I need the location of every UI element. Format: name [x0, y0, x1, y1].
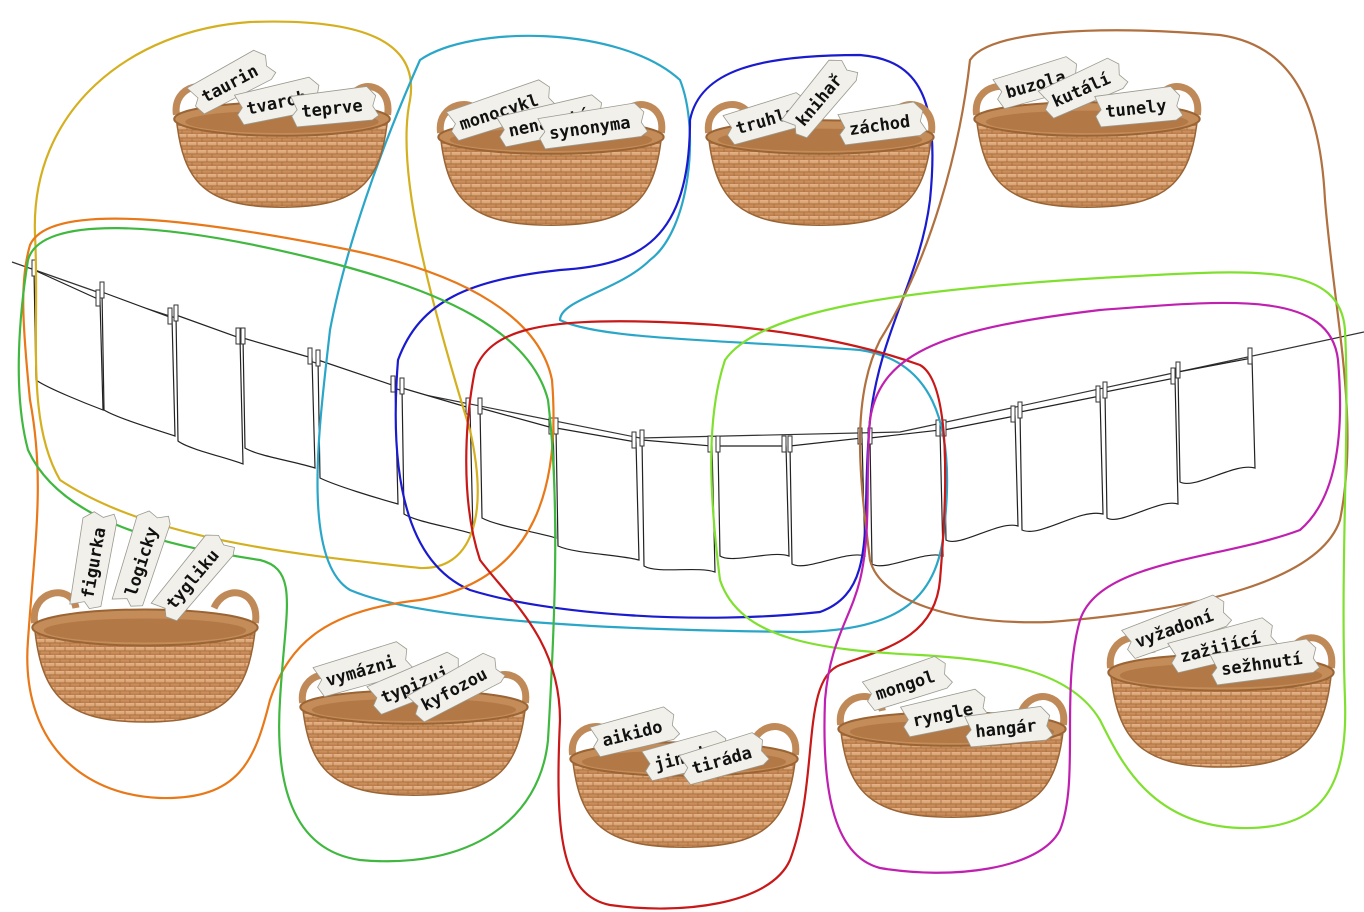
word-tag[interactable]: hangár: [964, 705, 1054, 748]
clothespin-icon: [99, 281, 105, 299]
paper-slip: [1037, 57, 1129, 119]
paper-slip: [1120, 594, 1233, 659]
paper-slip: [537, 102, 649, 150]
hanging-sheet: [555, 427, 640, 561]
clothespin-icon: [173, 304, 179, 322]
basket-body: [33, 626, 257, 723]
paper-slip: [186, 49, 277, 115]
group-outline-1: [33, 20, 479, 570]
paper-slip: [678, 732, 770, 786]
hanging-sheet: [869, 429, 944, 567]
basket-body: [707, 136, 933, 226]
word-tag[interactable]: sežhnutí: [1209, 638, 1321, 687]
group-outline-7: [465, 320, 947, 910]
group-outline-3: [394, 53, 934, 619]
clothespin-icon: [639, 429, 645, 447]
basket-body: [975, 118, 1199, 208]
basket-handle: [1018, 693, 1068, 726]
group-outline-5: [22, 217, 555, 800]
basket-7[interactable]: aikidojinudytiráda: [569, 705, 800, 848]
clothespin-icon: [1017, 401, 1023, 419]
hanging-sheet: [242, 337, 316, 469]
basket-handle: [210, 589, 260, 624]
basket-inside: [311, 698, 517, 721]
word-tag[interactable]: figurka: [68, 509, 118, 611]
basket-handle: [750, 723, 800, 756]
clothespin-icon: [477, 397, 483, 415]
hanging-sheet: [1177, 357, 1256, 484]
word-tag[interactable]: ryngle: [899, 687, 991, 738]
hanging-sheet: [101, 291, 176, 437]
paper-slip: [964, 706, 1054, 748]
clothespin-icon: [167, 307, 173, 325]
hanging-sheet: [175, 314, 244, 465]
basket-body: [571, 758, 797, 848]
paper-slip: [406, 652, 506, 723]
hanging-sheet: [1019, 395, 1104, 532]
group-outline-9: [823, 301, 1342, 874]
clothespin-icon: [315, 349, 321, 367]
clothespin-icon: [1102, 381, 1108, 399]
paper-slip: [861, 655, 953, 712]
clothespin-icon: [307, 347, 313, 365]
clothespin-icon: [1010, 405, 1016, 423]
word-tag[interactable]: knihař: [779, 53, 861, 141]
clothespin-icon: [787, 435, 793, 453]
clothespin-icon: [1247, 347, 1253, 365]
clothespin-icon: [631, 431, 637, 449]
paper-slip: [290, 86, 380, 128]
clothespin-icon: [1095, 385, 1101, 403]
clothespin-icon: [235, 327, 241, 345]
word-tag[interactable]: tunely: [1094, 85, 1184, 128]
clothespin-icon: [935, 419, 941, 437]
clothespin-icon: [1175, 361, 1181, 379]
hanging-sheet: [943, 415, 1019, 542]
clothespin-icon: [95, 289, 101, 307]
hanging-sheet: [479, 407, 557, 539]
group-outline-4: [858, 29, 1349, 624]
paper-slip: [837, 101, 928, 146]
paper-slip: [1094, 86, 1184, 128]
clothespin-icon: [240, 327, 246, 345]
paper-slip: [111, 510, 171, 607]
group-outline-8: [710, 271, 1348, 830]
word-tag[interactable]: záchod: [837, 101, 928, 147]
word-tag[interactable]: teprve: [290, 85, 380, 128]
hanging-sheet: [1104, 377, 1179, 520]
hanging-sheet: [401, 387, 474, 535]
clothespin-icon: [781, 435, 787, 453]
paper-slip: [69, 511, 118, 610]
paper-slip: [589, 706, 681, 758]
paper-slip: [1209, 638, 1321, 686]
paper-slip: [780, 59, 859, 139]
hanging-sheet: [317, 359, 399, 505]
basket-body: [439, 136, 663, 226]
clothespin-icon: [399, 377, 405, 395]
clothesline: [11, 259, 1364, 573]
word-tag[interactable]: mongol: [861, 654, 954, 713]
clothespin-icon: [715, 435, 721, 453]
basket-body: [301, 706, 527, 796]
hanging-sheet: [789, 437, 866, 567]
clothespin-icon: [390, 375, 396, 393]
group-outline-2: [316, 34, 949, 634]
basket-body: [1109, 671, 1333, 768]
hanging-sheet: [717, 445, 790, 560]
clothespin-icon: [1170, 367, 1176, 385]
word-tag[interactable]: synonyma: [537, 102, 649, 151]
basket-body: [175, 118, 389, 208]
basket-2[interactable]: monocyklnenasytísynonyma: [437, 77, 666, 226]
basket-inside: [43, 618, 247, 643]
paper-slip: [150, 534, 235, 622]
basket-body: [839, 728, 1065, 818]
hanging-sheet: [641, 439, 716, 573]
